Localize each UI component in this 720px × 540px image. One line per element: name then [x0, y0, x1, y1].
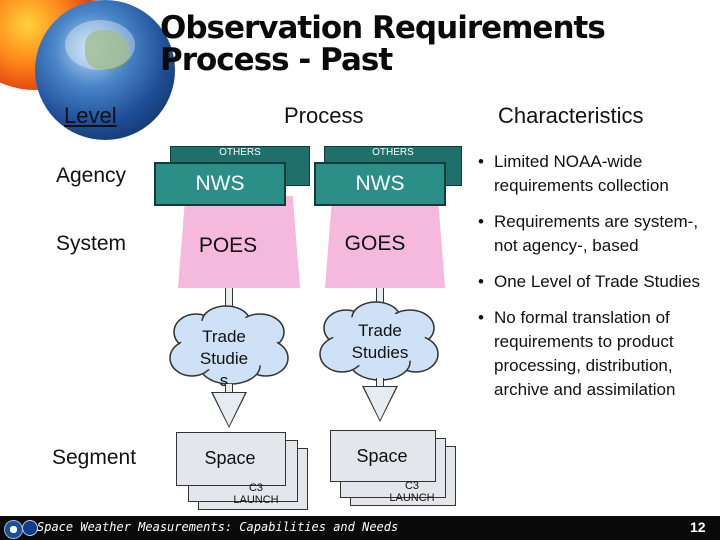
- launch-right: LAUNCH: [389, 492, 435, 504]
- header-process: Process: [284, 103, 364, 128]
- header-characteristics: Characteristics: [498, 103, 644, 128]
- bullet-dot-1: •: [478, 152, 484, 171]
- nws-box-right: NWS: [314, 162, 446, 206]
- space-label-right: Space: [356, 446, 408, 466]
- nws-box-left: NWS: [154, 162, 286, 206]
- bullet-1: • Limited NOAA-wide requirements collecti…: [476, 150, 716, 198]
- page-number: 12: [690, 519, 706, 535]
- cloud-shape-left: [169, 305, 289, 385]
- others-label-right: OTHERS: [372, 147, 414, 158]
- bullet-3: • One Level of Trade Studies: [476, 270, 716, 294]
- c3-launch-left: C3 LAUNCH: [206, 482, 306, 506]
- arrow-shaft-left-1: [225, 288, 233, 310]
- cloud-text-right: Trade Studies: [336, 320, 424, 364]
- space-label-left: Space: [204, 448, 256, 468]
- bullet-dot-3: •: [478, 272, 484, 291]
- cloud-line-right-2: Studies: [351, 343, 409, 362]
- arrow-head-right-inner: [364, 387, 396, 420]
- bullet-text-1: Limited NOAA-wide requirements collectio…: [494, 152, 669, 195]
- footer-bar: [0, 516, 720, 540]
- characteristics-list: • Limited NOAA-wide requirements collecti…: [476, 150, 716, 414]
- cloud-line-left-3: s: [219, 371, 229, 390]
- c3-left: C3: [248, 482, 264, 494]
- system-trapezoid-left: [178, 196, 300, 288]
- bullet-text-3: One Level of Trade Studies: [494, 272, 701, 291]
- space-stack-left-1: [176, 432, 286, 486]
- level-segment: Segment: [52, 446, 137, 469]
- space-stack-right-1: [330, 430, 436, 482]
- arrow-shaft-right-2: [376, 378, 384, 386]
- bullet-text-4: No formal translation of requirements to…: [494, 308, 676, 399]
- level-agency: Agency: [56, 164, 127, 187]
- noaa-logo-icon: [4, 520, 23, 539]
- c3-launch-right: C3 LAUNCH: [362, 480, 462, 504]
- cloud-line-right-1: Trade: [358, 321, 402, 340]
- bullet-text-2: Requirements are system-, not agency-, b…: [494, 212, 699, 255]
- cloud-text-left: Trade Studie s: [186, 326, 262, 392]
- bullet-4: • No formal translation of requirements t…: [476, 306, 716, 402]
- arrow-head-left-inner: [213, 393, 245, 426]
- arrow-shaft-right-1: [376, 288, 384, 306]
- header-level: Level: [64, 103, 117, 128]
- level-system: System: [56, 232, 127, 255]
- arrow-shaft-left-2: [225, 384, 233, 392]
- bullet-2: • Requirements are system-, not agency-, …: [476, 210, 716, 258]
- c3-right: C3: [404, 480, 420, 492]
- slide-title: Observation Requirements Process - Past: [160, 10, 606, 78]
- others-label-left: OTHERS: [219, 147, 261, 158]
- bullet-dot-2: •: [478, 212, 484, 231]
- earth-image: [35, 0, 175, 140]
- bullet-dot-4: •: [478, 308, 484, 327]
- cloud-line-left-1: Trade: [202, 327, 246, 346]
- poes-label: POES: [198, 234, 258, 257]
- cloud-line-left-2: Studie: [199, 349, 249, 368]
- cloud-shape-right: [319, 301, 439, 381]
- launch-left: LAUNCH: [233, 494, 279, 506]
- footer-text: Space Weather Measurements: Capabilities…: [37, 520, 399, 534]
- goes-label: GOES: [344, 232, 406, 255]
- nasa-logo-icon: [22, 520, 38, 536]
- system-trapezoid-right: [325, 196, 445, 288]
